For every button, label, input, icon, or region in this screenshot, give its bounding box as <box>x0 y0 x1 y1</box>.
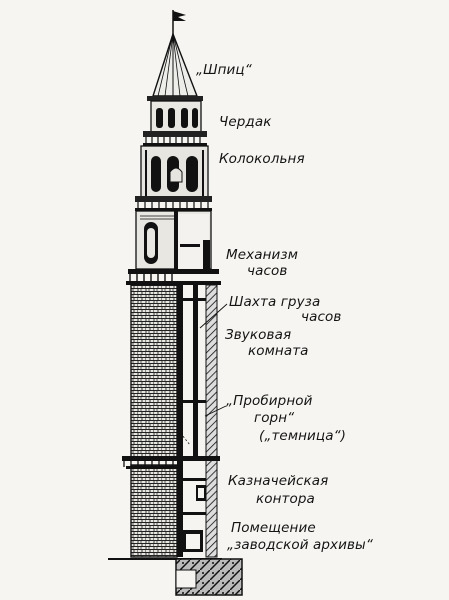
label-attic: Чердак <box>219 114 272 130</box>
label-assay-furnace-line3: („темница“) <box>259 428 347 444</box>
brick-shaft <box>130 284 218 558</box>
middle-cornice <box>122 456 220 469</box>
label-clock-mechanism-line2: часов <box>247 263 288 279</box>
label-assay-furnace-line1: „Пробирной <box>226 393 313 409</box>
attic-section <box>143 100 207 146</box>
label-weight-shaft-line1: Шахта груза <box>229 294 321 310</box>
ground-floor-openings <box>183 485 206 552</box>
leader-assay-furnace <box>204 405 227 417</box>
clock-tier <box>126 210 221 285</box>
spire <box>147 31 203 101</box>
label-weight-shaft-line2: часов <box>301 309 342 325</box>
label-sound-room-line1: Звуковая <box>225 327 292 343</box>
label-treasury-line2: контора <box>256 491 315 507</box>
leader-weight-shaft <box>199 303 228 329</box>
flag <box>172 10 186 36</box>
ground-line <box>108 558 243 596</box>
label-belfry: Колокольня <box>219 151 305 167</box>
label-spire: „Шпиц“ <box>196 62 252 78</box>
label-treasury-line1: Казначейская <box>228 473 329 489</box>
belfry-section <box>135 145 212 211</box>
label-archive-line1: Помещение <box>231 520 316 536</box>
label-archive-line2: „заводской архивы“ <box>227 537 373 553</box>
label-clock-mechanism-line1: Механизм <box>226 247 298 263</box>
label-sound-room-line2: комната <box>248 343 309 359</box>
label-assay-furnace-line2: горн“ <box>254 410 295 426</box>
